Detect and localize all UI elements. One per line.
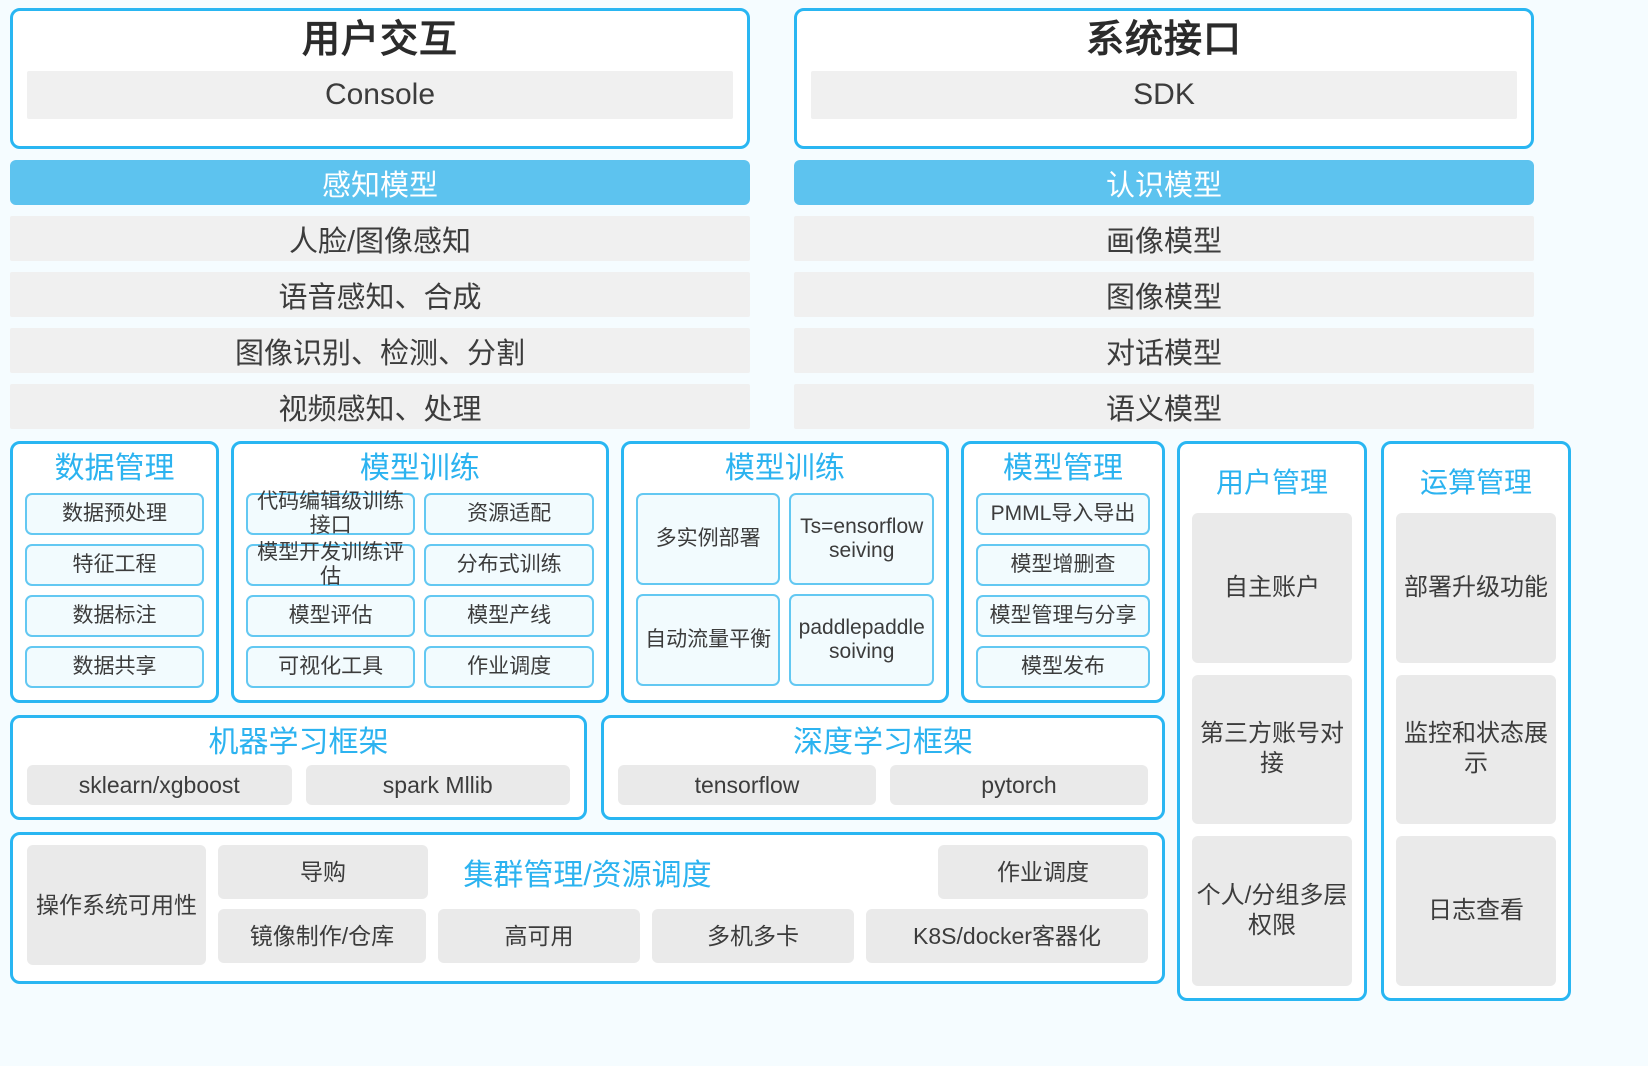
chip-k8s-docker-containerization[interactable]: K8S/docker客器化 xyxy=(866,909,1148,963)
chip-tensorflow[interactable]: tensorflow xyxy=(617,765,876,805)
chip-third-party-account[interactable]: 第三方账号对接 xyxy=(1192,674,1352,825)
panel-data-management: 数据管理 数据预处理 特征工程 数据标注 数据共享 xyxy=(10,441,219,703)
chip-model-crud[interactable]: 模型增删查 xyxy=(976,544,1150,586)
data-management-title: 数据管理 xyxy=(54,452,175,485)
model-training-primary-items: 代码编辑级训练接口 资源适配 模型开发训练评估 分布式训练 模型评估 模型产线 … xyxy=(245,490,594,688)
chip-high-availability[interactable]: 高可用 xyxy=(438,909,640,963)
panel-model-training-serving: 模型训练 多实例部署 Ts=ensorflow seiving 自动流量平衡 p… xyxy=(620,441,950,703)
chip-model-publish[interactable]: 模型发布 xyxy=(976,646,1150,688)
right-columns: 用户管理 自主账户 第三方账号对接 个人/分组多层权限 运算管理 部署升级功能 … xyxy=(1177,441,1571,1001)
chip-os-availability[interactable]: 操作系统可用性 xyxy=(27,845,206,965)
user-management-title: 用户管理 xyxy=(1215,467,1328,498)
chip-model-evaluation[interactable]: 模型评估 xyxy=(245,595,416,637)
user-interaction-column: 用户交互 Console 感知模型 人脸/图像感知 语音感知、合成 图像识别、检… xyxy=(10,8,750,429)
chip-pytorch[interactable]: pytorch xyxy=(890,765,1149,805)
panel-model-training-primary: 模型训练 代码编辑级训练接口 资源适配 模型开发训练评估 分布式训练 模型评估 … xyxy=(230,441,609,703)
cognition-item-0[interactable]: 画像模型 xyxy=(794,216,1534,261)
model-management-items: PMML导入导出 模型增删查 模型管理与分享 模型发布 xyxy=(976,493,1150,688)
framework-row: 机器学习框架 sklearn/xgboost spark Mllib 深度学习框… xyxy=(10,715,1165,820)
model-training-serving-title: 模型训练 xyxy=(724,452,845,485)
chip-model-dev-training-eval[interactable]: 模型开发训练评估 xyxy=(245,541,416,588)
chip-distributed-training[interactable]: 分布式训练 xyxy=(424,544,594,586)
operation-management-items: 部署升级功能 监控和状态展示 日志查看 xyxy=(1396,512,1556,986)
cluster-content: 操作系统可用性 导购 作业调度 镜像制作/仓库 高可用 多机多卡 K8S/doc… xyxy=(27,845,1148,967)
chip-feature-engineering[interactable]: 特征工程 xyxy=(25,544,204,586)
dl-framework-title: 深度学习框架 xyxy=(792,726,973,759)
dl-framework-items: tensorflow pytorch xyxy=(617,765,1149,805)
perception-item-1[interactable]: 语音感知、合成 xyxy=(10,272,750,317)
model-training-serving-items: 多实例部署 Ts=ensorflow seiving 自动流量平衡 paddle… xyxy=(635,493,935,686)
panel-user-management: 用户管理 自主账户 第三方账号对接 个人/分组多层权限 xyxy=(1177,441,1367,1001)
system-interface-column: 系统接口 SDK 认识模型 画像模型 图像模型 对话模型 语义模型 xyxy=(794,8,1534,429)
data-management-items: 数据预处理 特征工程 数据标注 数据共享 xyxy=(25,493,204,688)
cognition-item-2[interactable]: 对话模型 xyxy=(794,328,1534,373)
chip-guide-purchase[interactable]: 导购 xyxy=(218,845,428,899)
system-interface-title: 系统接口 xyxy=(1085,19,1242,61)
chip-pmml-import-export[interactable]: PMML导入导出 xyxy=(976,493,1150,535)
chip-auto-traffic-balance[interactable]: 自动流量平衡 xyxy=(635,594,781,686)
ml-framework-title: 机器学习框架 xyxy=(208,726,389,759)
platform-stack: 数据管理 数据预处理 特征工程 数据标注 数据共享 模型训练 代码编辑级训练接口… xyxy=(10,441,1165,984)
model-management-title: 模型管理 xyxy=(1003,452,1123,485)
cluster-title-spacer xyxy=(440,845,926,899)
cognition-item-3[interactable]: 语义模型 xyxy=(794,384,1534,429)
panel-ml-framework: 机器学习框架 sklearn/xgboost spark Mllib xyxy=(10,715,587,820)
chip-data-labeling[interactable]: 数据标注 xyxy=(25,595,204,637)
user-interaction-card: 用户交互 Console xyxy=(10,8,750,149)
chip-resource-adaptation[interactable]: 资源适配 xyxy=(424,493,594,535)
model-training-primary-title: 模型训练 xyxy=(359,452,480,485)
chip-visualization-tool[interactable]: 可视化工具 xyxy=(245,646,416,688)
cluster-row-1: 导购 作业调度 xyxy=(218,845,1148,899)
chip-job-schedule-cluster[interactable]: 作业调度 xyxy=(938,845,1148,899)
ml-framework-items: sklearn/xgboost spark Mllib xyxy=(27,765,570,805)
chip-paddlepaddle-serving[interactable]: paddlepaddle soiving xyxy=(789,594,935,686)
sdk-item[interactable]: SDK xyxy=(811,70,1517,119)
cognition-model-header: 认识模型 xyxy=(794,160,1534,205)
operation-management-title: 运算管理 xyxy=(1419,467,1532,498)
perception-item-3[interactable]: 视频感知、处理 xyxy=(10,384,750,429)
cluster-management-title: 集群管理/资源调度 xyxy=(463,859,712,892)
console-item[interactable]: Console xyxy=(27,70,733,119)
panel-model-management: 模型管理 PMML导入导出 模型增删查 模型管理与分享 模型发布 xyxy=(961,441,1165,703)
chip-personal-group-permission[interactable]: 个人/分组多层权限 xyxy=(1192,836,1352,986)
panel-cluster-management: 集群管理/资源调度 操作系统可用性 导购 作业调度 镜像制作/仓库 高可用 多机… xyxy=(10,832,1165,984)
chip-data-preprocess[interactable]: 数据预处理 xyxy=(25,493,204,535)
cognition-item-1[interactable]: 图像模型 xyxy=(794,272,1534,317)
chip-monitor-status[interactable]: 监控和状态展示 xyxy=(1396,674,1556,825)
cluster-chips: 导购 作业调度 镜像制作/仓库 高可用 多机多卡 K8S/docker客器化 xyxy=(218,845,1148,967)
top-row: 用户交互 Console 感知模型 人脸/图像感知 语音感知、合成 图像识别、检… xyxy=(10,8,1638,429)
middle-section: 数据管理 数据预处理 特征工程 数据标注 数据共享 模型训练 代码编辑级训练接口… xyxy=(10,441,1638,1001)
chip-spark-mllib[interactable]: spark Mllib xyxy=(305,765,570,805)
system-interface-card: 系统接口 SDK xyxy=(794,8,1534,149)
capability-panels: 数据管理 数据预处理 特征工程 数据标注 数据共享 模型训练 代码编辑级训练接口… xyxy=(10,441,1165,703)
chip-code-edit-training-api[interactable]: 代码编辑级训练接口 xyxy=(245,490,416,537)
chip-data-sharing[interactable]: 数据共享 xyxy=(25,646,204,688)
panel-operation-management: 运算管理 部署升级功能 监控和状态展示 日志查看 xyxy=(1381,441,1571,1001)
cluster-row-2: 镜像制作/仓库 高可用 多机多卡 K8S/docker客器化 xyxy=(218,909,1148,963)
chip-tensorflow-serving[interactable]: Ts=ensorflow seiving xyxy=(789,493,935,585)
perception-item-2[interactable]: 图像识别、检测、分割 xyxy=(10,328,750,373)
chip-job-scheduling[interactable]: 作业调度 xyxy=(424,646,594,688)
chip-self-account[interactable]: 自主账户 xyxy=(1192,512,1352,663)
chip-model-manage-share[interactable]: 模型管理与分享 xyxy=(976,595,1150,637)
perception-item-0[interactable]: 人脸/图像感知 xyxy=(10,216,750,261)
chip-deploy-upgrade[interactable]: 部署升级功能 xyxy=(1396,512,1556,663)
user-management-items: 自主账户 第三方账号对接 个人/分组多层权限 xyxy=(1192,512,1352,986)
chip-multi-instance-deploy[interactable]: 多实例部署 xyxy=(635,493,781,585)
user-interaction-title: 用户交互 xyxy=(301,19,458,61)
chip-log-view[interactable]: 日志查看 xyxy=(1396,836,1556,986)
chip-model-production-line[interactable]: 模型产线 xyxy=(424,595,594,637)
perception-model-header: 感知模型 xyxy=(10,160,750,205)
chip-multi-machine-multi-card[interactable]: 多机多卡 xyxy=(652,909,854,963)
panel-dl-framework: 深度学习框架 tensorflow pytorch xyxy=(600,715,1165,820)
chip-sklearn-xgboost[interactable]: sklearn/xgboost xyxy=(27,765,292,805)
chip-image-build-registry[interactable]: 镜像制作/仓库 xyxy=(218,909,426,963)
